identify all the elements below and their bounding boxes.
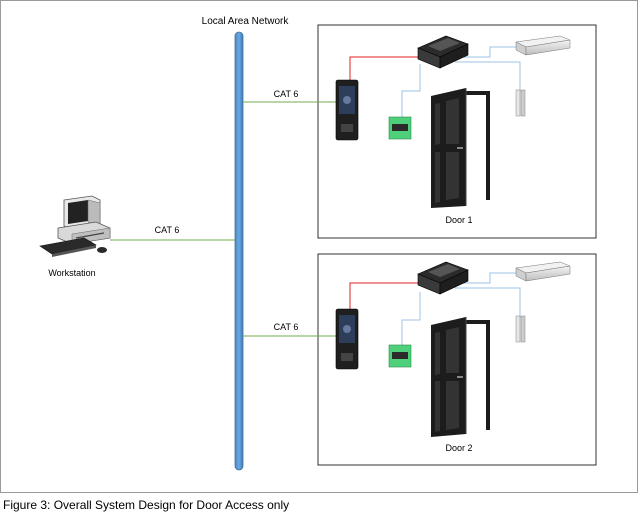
workstation-label: Workstation bbox=[48, 268, 95, 278]
workstation-icon bbox=[39, 195, 111, 257]
figure-caption: Figure 3: Overall System Design for Door… bbox=[3, 498, 290, 512]
workstation-cat6-label: CAT 6 bbox=[155, 225, 180, 235]
face-reader-icon bbox=[335, 308, 359, 370]
door-1-icon bbox=[431, 88, 490, 208]
magnetic-lock-icon bbox=[515, 261, 571, 282]
face-reader-icon bbox=[335, 79, 359, 141]
lan-backbone bbox=[234, 31, 244, 471]
door-2-icon bbox=[431, 317, 490, 437]
diagram-frame bbox=[0, 0, 638, 493]
exit-button-icon bbox=[388, 116, 412, 140]
door-sensor-icon bbox=[515, 89, 526, 117]
magnetic-lock-icon bbox=[515, 35, 571, 56]
access-controller-icon bbox=[417, 261, 469, 295]
door-1-cat6-label: CAT 6 bbox=[274, 89, 299, 99]
door-2-cat6-label: CAT 6 bbox=[274, 322, 299, 332]
door-2-power-cable bbox=[349, 282, 418, 312]
door-2-label: Door 2 bbox=[445, 443, 472, 453]
door-1-label: Door 1 bbox=[445, 215, 472, 225]
exit-button-icon bbox=[388, 344, 412, 368]
access-controller-icon bbox=[417, 35, 469, 69]
door-2-system: Door 2 bbox=[243, 253, 597, 466]
door-1-system: Door 1 bbox=[243, 24, 597, 239]
door-sensor-icon bbox=[515, 315, 526, 343]
door-1-power-cable bbox=[349, 56, 418, 82]
lan-label: Local Area Network bbox=[202, 16, 290, 27]
